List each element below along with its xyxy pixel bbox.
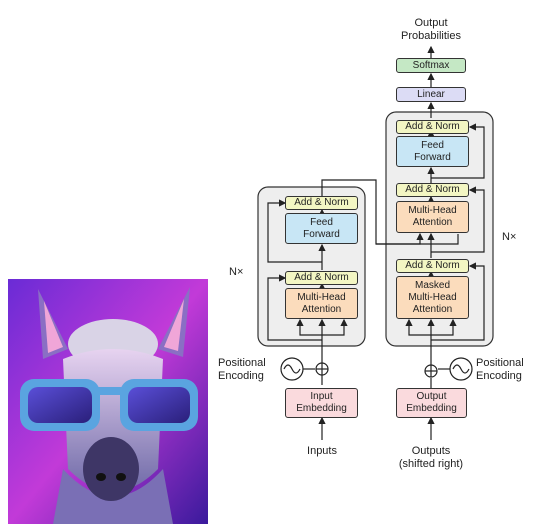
decoder-positional-encoding-label: Positional Encoding xyxy=(476,357,524,382)
encoder-attention-box: Multi-Head Attention xyxy=(285,288,358,319)
encoder-block xyxy=(257,186,366,347)
encoder-add-norm-top: Add & Norm xyxy=(285,196,358,210)
encoder-positional-encoding-label: Positional Encoding xyxy=(218,357,266,382)
decoder-cross-attention-box: Multi-Head Attention xyxy=(396,201,469,233)
decoder-masked-attention-box: Masked Multi-Head Attention xyxy=(396,276,469,319)
decoder-repeat-label: N× xyxy=(502,231,517,243)
softmax-box: Softmax xyxy=(396,58,466,73)
decoder-feed-forward-box: Feed Forward xyxy=(396,136,469,167)
encoder-repeat-label: N× xyxy=(229,266,244,278)
decoder-add-norm-bottom: Add & Norm xyxy=(396,259,469,273)
output-embedding-box: Output Embedding xyxy=(396,388,467,418)
linear-box: Linear xyxy=(396,87,466,102)
inputs-label: Inputs xyxy=(307,445,337,457)
decoder-add-norm-top: Add & Norm xyxy=(396,120,469,134)
outputs-shifted-right-label: Outputs (shifted right) xyxy=(398,445,464,470)
encoder-feed-forward-box: Feed Forward xyxy=(285,213,358,244)
llama-with-sunglasses-image xyxy=(8,279,208,524)
input-embedding-box: Input Embedding xyxy=(285,388,358,418)
encoder-add-norm-bottom: Add & Norm xyxy=(285,271,358,285)
decoder-add-norm-mid: Add & Norm xyxy=(396,183,469,197)
output-probabilities-label: Output Probabilities xyxy=(401,17,461,42)
